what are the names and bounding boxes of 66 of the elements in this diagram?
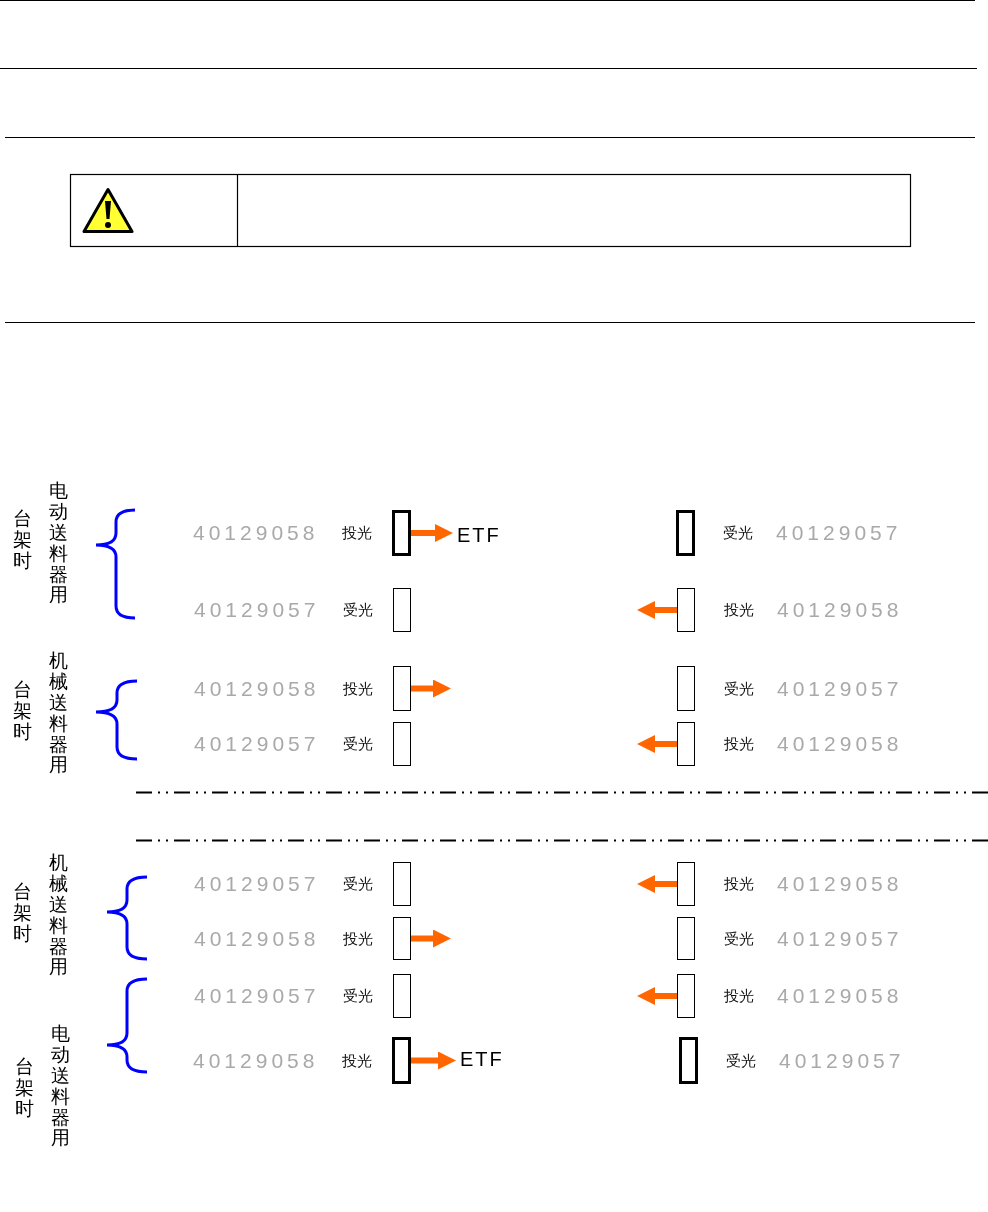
vertical-label: 机械送料器用 (49, 650, 68, 776)
arrow (411, 524, 453, 542)
sensor-box (677, 666, 695, 711)
part-number: 40129058 (777, 984, 903, 1008)
arrow (637, 875, 677, 893)
sensor-box (677, 722, 695, 766)
sensor-box (677, 862, 695, 906)
sensor-box (393, 666, 411, 711)
sensor-box (677, 917, 695, 960)
sensor-box (392, 510, 411, 556)
arrow (637, 735, 677, 753)
vertical-label: 电动送料器用 (51, 1023, 70, 1149)
part-number: 40129057 (776, 521, 902, 545)
vertical-label: 机械送料器用 (49, 852, 68, 978)
sensor-label: 投光 (724, 987, 754, 1005)
sensor-label: 受光 (724, 679, 754, 698)
part-number: 40129057 (777, 676, 903, 701)
sensor-label: 受光 (343, 601, 373, 619)
vertical-label: 台架时 (13, 679, 32, 742)
sensor-label: 受光 (343, 875, 373, 893)
vertical-label: 电动送料器用 (49, 480, 68, 606)
sensor-box (676, 510, 695, 556)
sensor-box (392, 1037, 411, 1084)
part-number: 40129058 (194, 926, 320, 951)
part-number: 40129058 (777, 598, 903, 622)
sensor-label: 受光 (343, 987, 373, 1005)
sensor-box (393, 588, 411, 632)
sensor-box (677, 588, 695, 632)
sensor-label: 投光 (343, 679, 373, 698)
arrow (637, 987, 677, 1005)
sensor-box (393, 862, 411, 906)
target-label: ETF (456, 1048, 504, 1070)
sensor-label: 受光 (343, 735, 373, 753)
sensor-label: 受光 (726, 1051, 756, 1070)
part-number: 40129057 (779, 1048, 905, 1073)
part-number: 40129058 (193, 1048, 319, 1073)
sensor-box (393, 722, 411, 766)
vertical-label: 台架时 (13, 508, 32, 571)
sensor-label: 投光 (724, 601, 754, 619)
part-number: 40129057 (194, 984, 320, 1008)
arrow (411, 1051, 456, 1070)
arrow (411, 679, 451, 698)
part-number: 40129057 (194, 732, 320, 756)
part-number: 40129058 (194, 676, 320, 701)
part-number: 40129058 (777, 732, 903, 756)
sensor-box (679, 1037, 698, 1084)
sensor-label: 受光 (724, 929, 754, 948)
part-number: 40129057 (777, 926, 903, 951)
target-label: ETF (453, 524, 501, 546)
part-number: 40129057 (194, 598, 320, 622)
sensor-label: 投光 (724, 735, 754, 753)
vertical-label: 台架时 (15, 1056, 34, 1119)
sensor-label: 投光 (342, 1051, 372, 1070)
part-number: 40129058 (777, 872, 903, 896)
part-number: 40129057 (194, 872, 320, 896)
arrow (411, 929, 451, 948)
sensor-label: 受光 (723, 524, 753, 542)
part-number: 40129058 (193, 521, 319, 545)
sensor-label: 投光 (343, 929, 373, 948)
sensor-label: 投光 (342, 524, 372, 542)
sensor-box (393, 917, 411, 960)
vertical-label: 台架时 (13, 881, 32, 944)
sensor-box (677, 974, 695, 1018)
arrow (637, 601, 677, 619)
sensor-box (393, 974, 411, 1018)
sensor-label: 投光 (724, 875, 754, 893)
